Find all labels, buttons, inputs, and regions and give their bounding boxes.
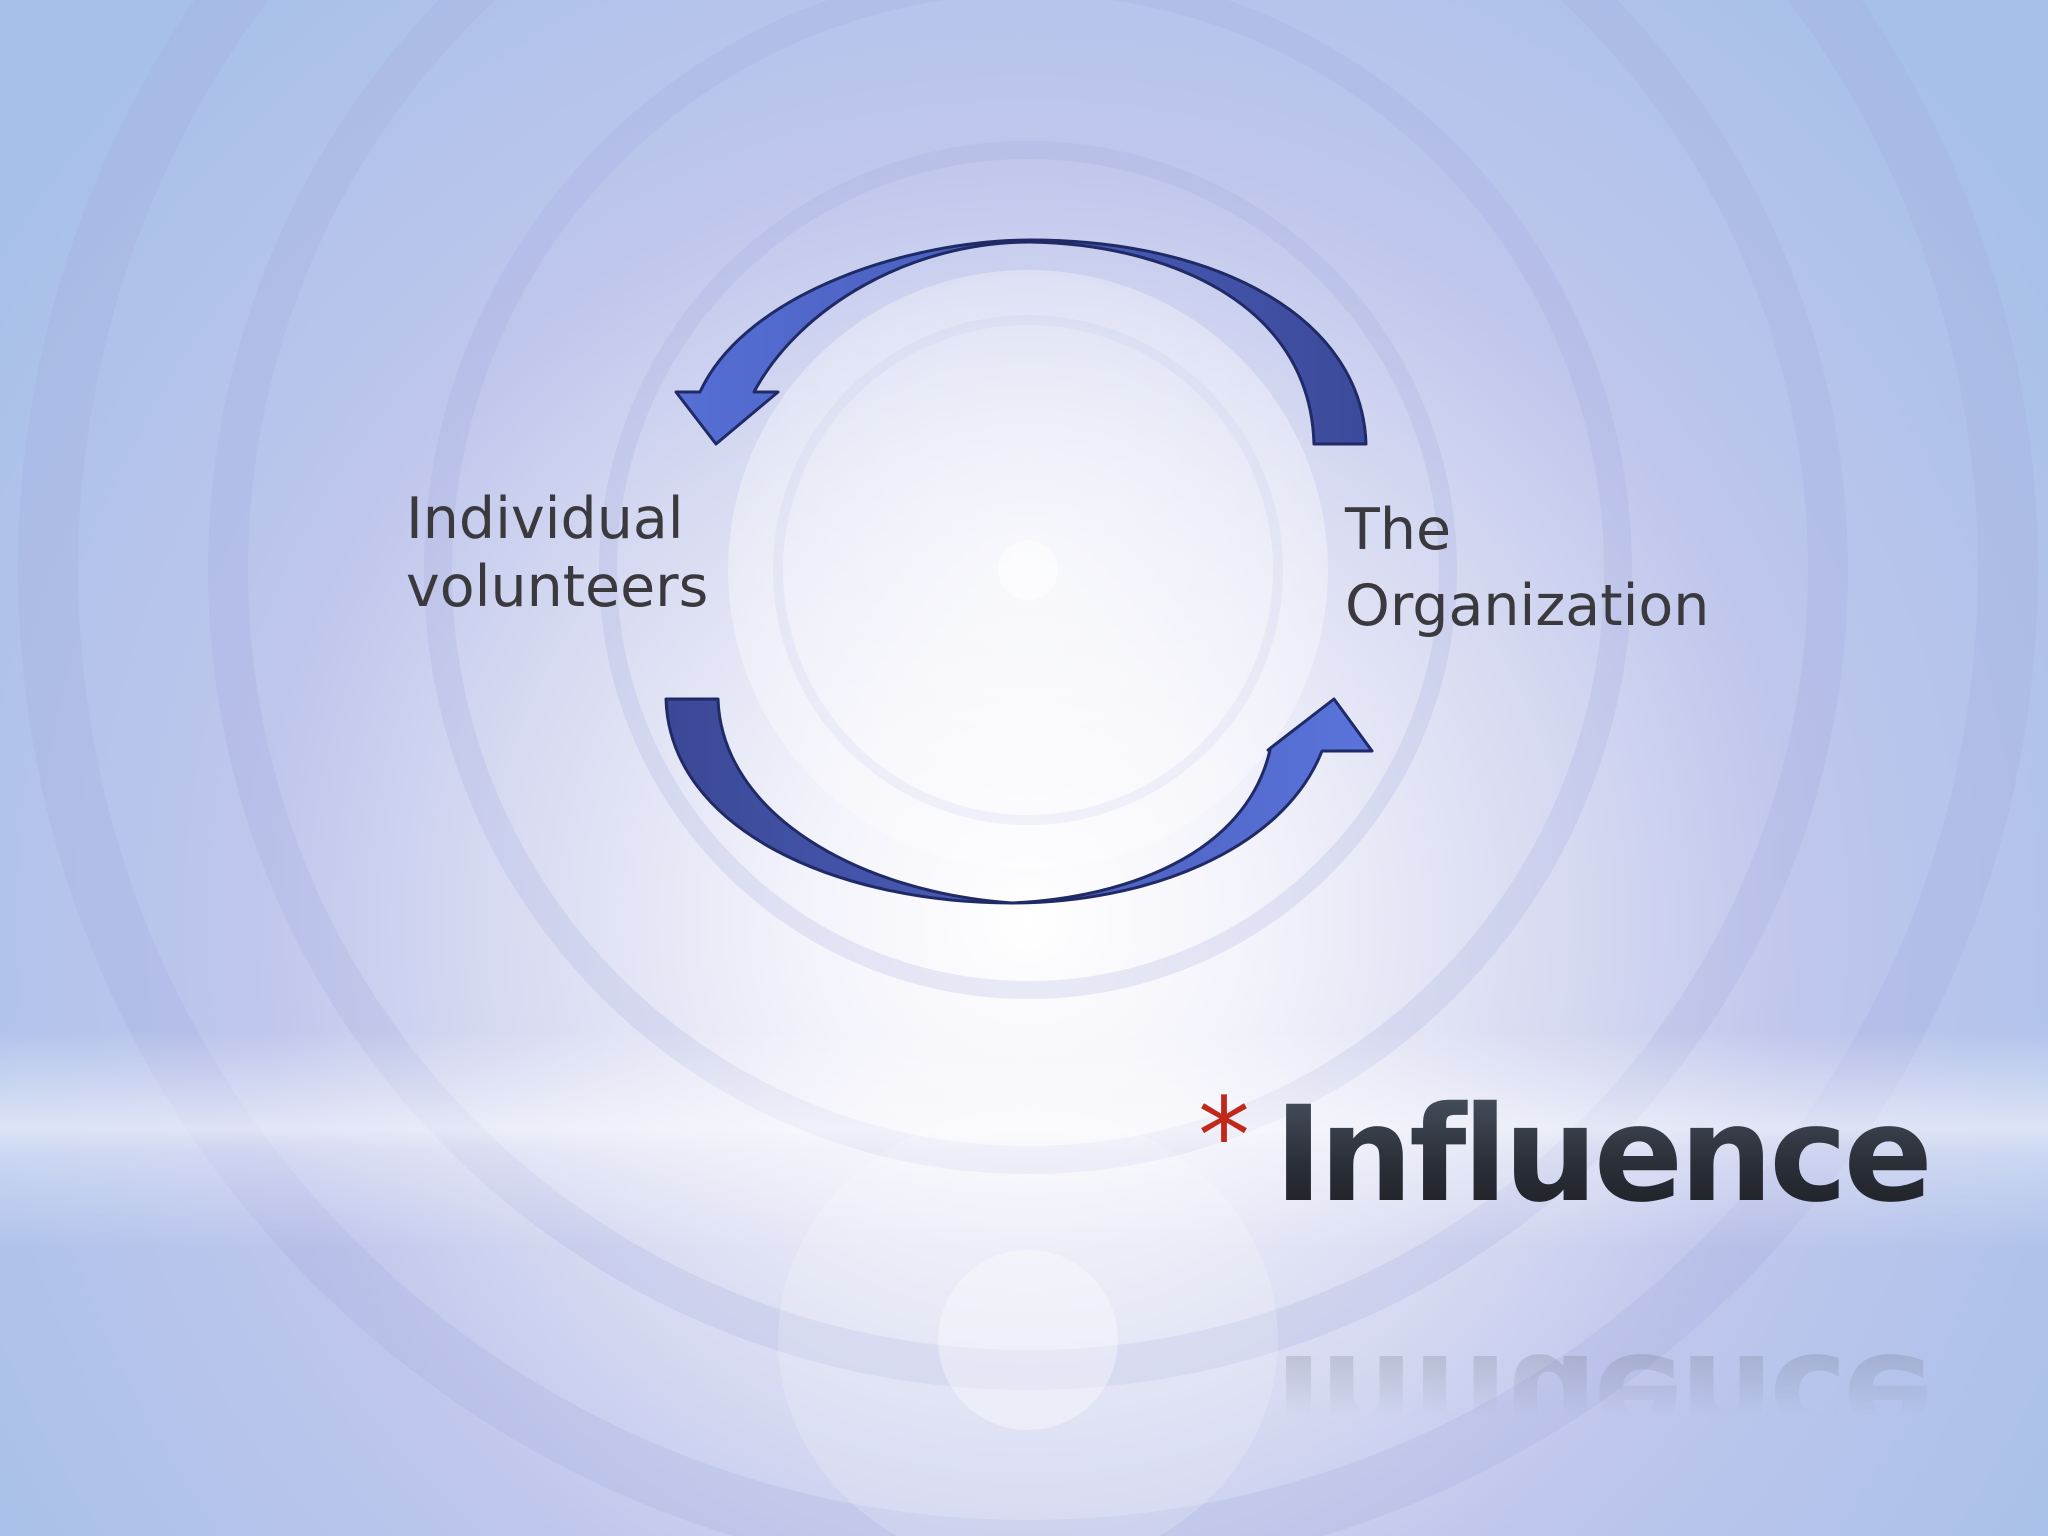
slide-title-text: Influence (1274, 1078, 1933, 1232)
node-individual-volunteers: Individual volunteers (406, 485, 708, 621)
node-individual-volunteers-line1: Individual (406, 486, 684, 552)
node-the-organization-line1: The (1345, 497, 1452, 563)
slide-title: * Influence Influence (1198, 1075, 1933, 1478)
node-the-organization-line2: Organization (1345, 573, 1710, 639)
asterisk-bullet-icon: * (1198, 1075, 1250, 1197)
node-the-organization: The Organization (1345, 492, 1709, 644)
arrow-volunteers-to-organization (664, 697, 1374, 905)
arrow-organization-to-volunteers (674, 238, 1368, 446)
node-individual-volunteers-line2: volunteers (406, 554, 709, 620)
